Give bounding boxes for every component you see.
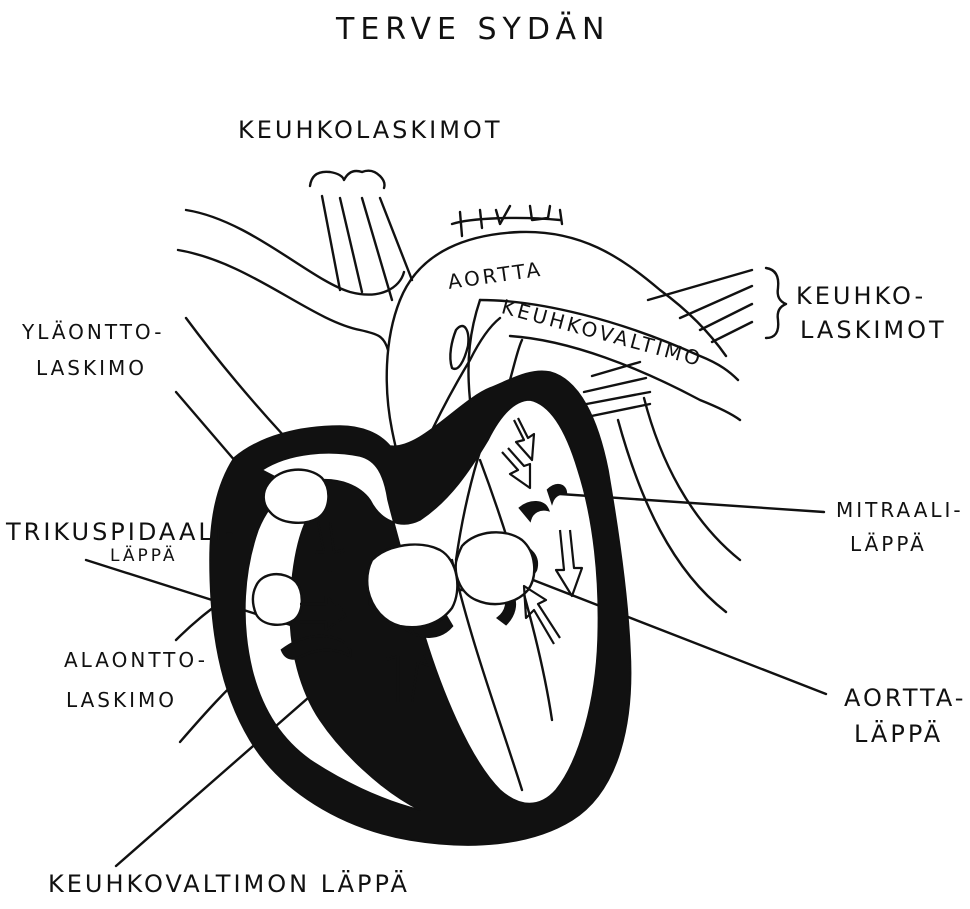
label-pulmonary-veins-right-2: LASKIMOT [800,318,947,343]
top-vein-4 [380,198,412,280]
label-svc-1: YLÄONTTO- [22,322,164,343]
right-vessel-a [644,398,740,560]
svc-outer [186,210,404,295]
rpv-4 [712,322,752,342]
page-title: TERVE SYDÄN [336,14,610,46]
label-mitral-2: LÄPPÄ [850,534,927,555]
rpv-6 [584,378,646,392]
svc-left-b [176,392,236,462]
label-aortic-valve-2: LÄPPÄ [854,722,943,747]
aorta-branch-1 [460,212,462,236]
label-mitral-1: MITRAALI- [836,500,964,521]
aorta-branch-3 [496,206,510,224]
label-pulmonary-veins-right-1: KEUHKO- [796,284,926,309]
bracket-right [766,268,786,338]
top-vein-2 [340,198,362,292]
mitral-valve-cusp-a [520,502,548,520]
mitral-valve-cusp-c [548,485,566,502]
label-pulmonary-valve: KEUHKOVALTIMON LÄPPÄ [48,872,410,897]
rpv-7 [576,392,650,406]
svc-left-a [186,318,284,436]
label-tricuspid-1: TRIKUSPIDAALI- [6,520,237,545]
aorta-branch-2 [480,210,482,228]
pa-slit [450,326,468,369]
rpv-1 [648,270,752,300]
label-tricuspid-2: LÄPPÄ [110,548,178,566]
aorta-branch-5 [560,210,562,224]
pulmonary-valve-ring [367,545,457,628]
label-aortic-valve-1: AORTTA- [844,686,966,711]
label-svc-2: LASKIMO [36,358,147,379]
label-ivc-2: LASKIMO [66,690,177,711]
bracket-top [310,171,385,188]
label-pulmonary-veins-top: KEUHKOLASKIMOT [238,118,502,143]
top-vein-1 [322,196,340,290]
right-vessel-b [618,420,726,612]
right-ventricle-blob [253,574,302,625]
arrow-lv-down [556,530,582,596]
aortic-valve-ring [456,532,535,604]
top-vein-3 [362,198,392,300]
arrow-aortic-up [524,586,560,644]
rpv-2 [680,286,752,318]
label-ivc-1: ALAONTTO- [64,650,208,671]
right-atrium-blob [264,470,329,523]
arrow-la-1 [514,418,534,460]
